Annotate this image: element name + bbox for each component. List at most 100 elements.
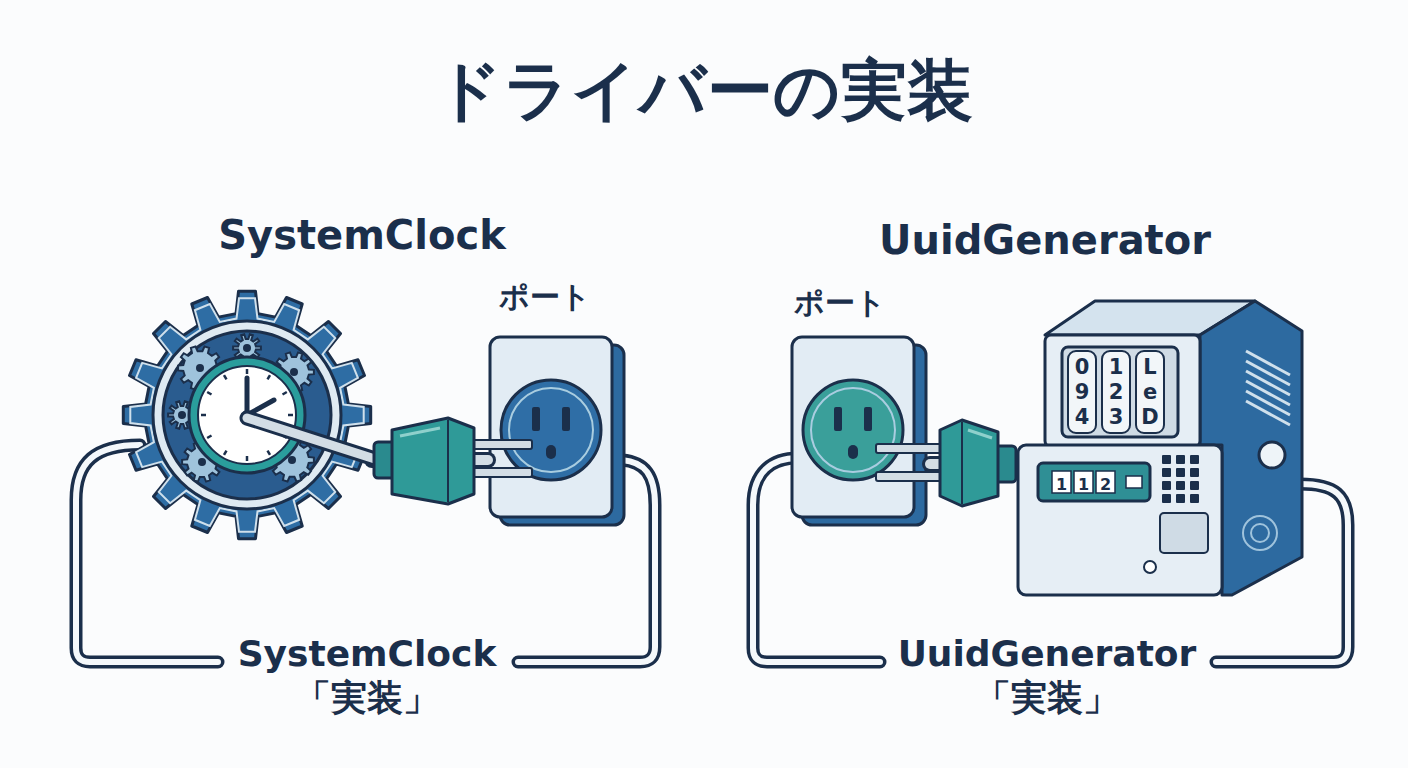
small-gear-hub <box>290 368 298 376</box>
machine-head <box>1045 335 1200 447</box>
clock-tick <box>268 451 271 455</box>
reel-window <box>1062 347 1178 437</box>
keypad-key <box>1190 468 1199 477</box>
keypad-key <box>1176 494 1185 503</box>
clock-tick <box>224 375 227 379</box>
clock-rim <box>189 357 305 473</box>
reel-digit: 9 <box>1068 379 1096 405</box>
clock-tick <box>246 369 249 374</box>
keypad-key <box>1176 455 1185 464</box>
gear-ring <box>153 321 341 509</box>
keypad-key <box>1162 494 1171 503</box>
reel-digit: 0 <box>1068 354 1096 380</box>
clock-tick <box>207 436 211 439</box>
keypad-key <box>1190 455 1199 464</box>
plug-prong <box>876 472 946 481</box>
keypad-key <box>1190 481 1199 490</box>
socket-face <box>803 380 903 480</box>
socket-ring <box>509 388 593 472</box>
speaker <box>1243 516 1277 550</box>
node-heading: ポート <box>445 277 645 318</box>
reel-digit: 1 <box>1102 354 1130 380</box>
clock-tick <box>283 392 287 395</box>
plug-prong <box>468 440 532 449</box>
plug-highlight <box>447 420 449 502</box>
keypad-key <box>1190 494 1199 503</box>
reel-digit: e <box>1136 379 1164 405</box>
machine-button <box>1144 561 1156 573</box>
socket-slot <box>864 407 872 431</box>
plug-highlight <box>961 422 963 504</box>
gear-teeth <box>123 291 370 538</box>
reel-digit: 2 <box>1102 379 1130 405</box>
clock-tick <box>246 456 249 461</box>
display-light <box>1126 476 1142 488</box>
socket-plate <box>490 337 612 517</box>
port-socket: ポート <box>790 335 930 525</box>
number-reel <box>1068 351 1096 433</box>
display-digit: 1 <box>1074 472 1093 498</box>
clock-hand <box>245 378 250 415</box>
port-socket-outline <box>488 335 628 525</box>
clock-tick <box>201 414 206 417</box>
speaker <box>1251 524 1269 542</box>
keypad-key <box>1162 468 1171 477</box>
socket-slot <box>532 407 540 431</box>
socket-ground <box>848 445 858 459</box>
clock-face <box>198 366 296 464</box>
implementation-label: UuidGenerator 「実装」 <box>877 632 1217 720</box>
number-reel <box>1136 351 1164 433</box>
plug-highlight <box>968 430 992 438</box>
small-gear-hub <box>198 458 206 466</box>
uuid-machine: UuidGenerator <box>1010 295 1310 600</box>
socket-ground <box>546 445 556 459</box>
plug-prong <box>468 468 532 477</box>
display-digit: 2 <box>1096 472 1115 498</box>
clock-tick <box>268 375 271 379</box>
socket-slot <box>562 407 570 431</box>
side-knob <box>1259 442 1285 468</box>
uuid-machine-outline <box>1010 295 1310 600</box>
number-reel <box>1102 351 1130 433</box>
port-socket-outline <box>790 335 930 525</box>
port-socket: ポート <box>488 335 628 525</box>
keypad-key <box>1162 455 1171 464</box>
node-heading: ポート <box>740 283 940 324</box>
socket-face <box>501 380 601 480</box>
plug-highlight <box>400 428 440 436</box>
plug-body <box>940 420 998 506</box>
clock-tick <box>283 436 287 439</box>
gear-core <box>163 331 331 499</box>
socket-slot <box>834 407 842 431</box>
clock-pin <box>242 410 252 420</box>
side-vent <box>1246 401 1290 425</box>
small-gear-hub <box>196 364 204 372</box>
small-gear-hub <box>243 344 251 352</box>
grill-panel <box>1160 513 1208 553</box>
gear-highlight <box>130 298 363 531</box>
reel-digit: D <box>1136 404 1164 430</box>
node-heading: UuidGenerator <box>845 217 1245 263</box>
keypad-key <box>1162 481 1171 490</box>
machine-body <box>1018 445 1222 595</box>
clock-tick <box>207 392 211 395</box>
small-gear-hub <box>288 456 296 464</box>
socket-ring <box>811 388 895 472</box>
clock-tick <box>288 414 293 417</box>
plug-prong <box>876 444 946 453</box>
plug-body <box>392 418 474 504</box>
implementation-label: SystemClock 「実装」 <box>217 632 517 720</box>
node-heading: SystemClock <box>162 212 562 258</box>
clock-tick <box>224 451 227 455</box>
reel-digit: 3 <box>1102 404 1130 430</box>
diagram-title: ドライバーの実装 <box>0 46 1408 136</box>
socket-plate <box>792 337 914 517</box>
display-panel <box>1038 463 1150 501</box>
keypad-key <box>1176 481 1185 490</box>
reel-digit: L <box>1136 354 1164 380</box>
reel-digit: 4 <box>1068 404 1096 430</box>
display-digit: 1 <box>1052 472 1071 498</box>
keypad-key <box>1176 468 1185 477</box>
small-gear-hub <box>178 411 186 419</box>
clock-hand <box>247 400 274 415</box>
